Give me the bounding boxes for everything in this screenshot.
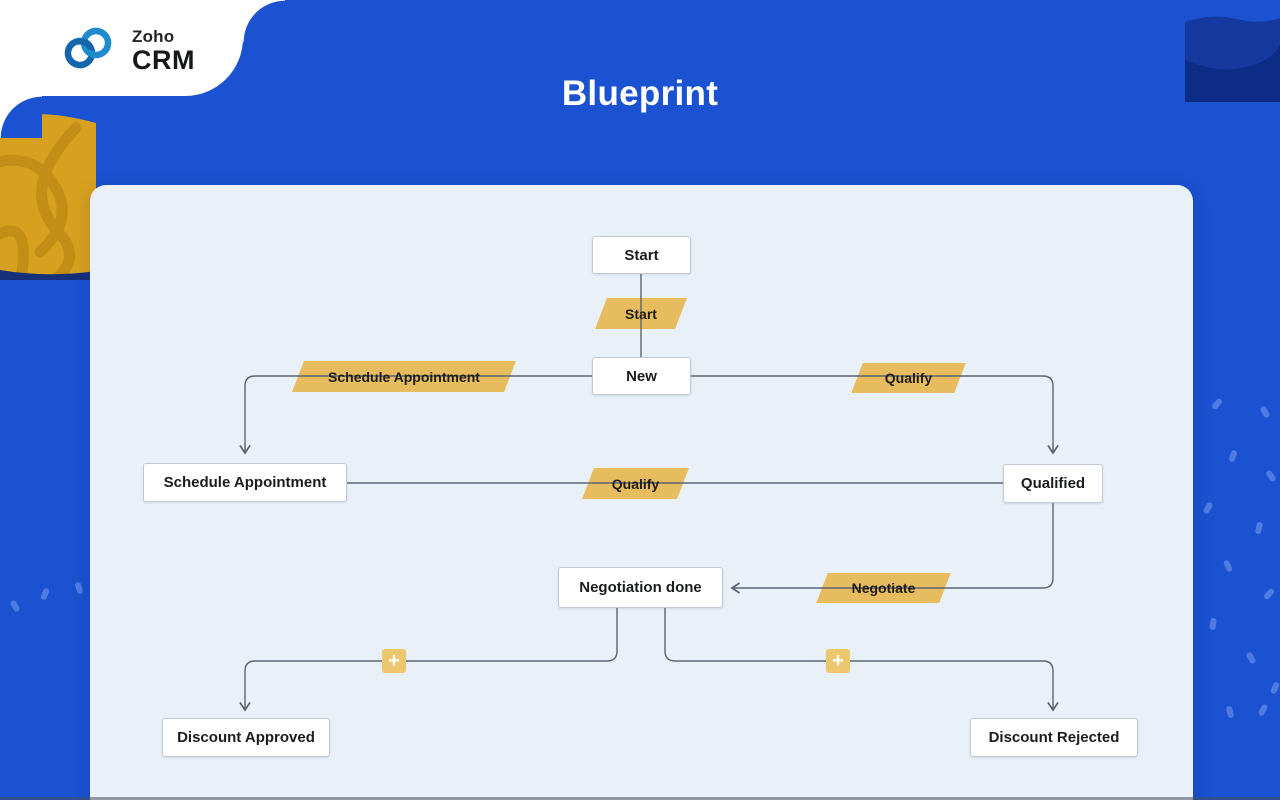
state-box-start[interactable]: Start: [592, 236, 691, 274]
state-box-discount-rejected[interactable]: Discount Rejected: [970, 718, 1138, 757]
transition-label-negotiate[interactable]: Negotiate: [822, 573, 945, 603]
brand-logo-card: Zoho CRM: [0, 0, 243, 96]
state-box-schedule-appointment[interactable]: Schedule Appointment: [143, 463, 347, 502]
blueprint-canvas: Start Schedule Appointment Qualify Quali…: [90, 185, 1193, 800]
card-corner-fillet: [0, 96, 42, 138]
transition-label-start[interactable]: Start: [601, 298, 681, 329]
state-box-new[interactable]: New: [592, 357, 691, 395]
brand-name-crm: CRM: [132, 44, 195, 75]
state-box-qualified[interactable]: Qualified: [1003, 464, 1103, 503]
transition-label-qualify-from-schedule[interactable]: Qualify: [588, 468, 683, 499]
transition-label-schedule-appointment[interactable]: Schedule Appointment: [298, 361, 510, 392]
add-transition-button-left[interactable]: +: [382, 649, 406, 673]
zoho-crm-logo-icon: [56, 24, 120, 77]
transition-label-qualify-from-new[interactable]: Qualify: [857, 363, 960, 393]
state-box-discount-approved[interactable]: Discount Approved: [162, 718, 330, 757]
state-box-negotiation-done[interactable]: Negotiation done: [558, 567, 723, 608]
window-bottom-edge: [0, 797, 1280, 800]
card-corner-fillet: [243, 0, 285, 42]
page-title: Blueprint: [561, 74, 719, 113]
brand-name-zoho: Zoho: [132, 26, 175, 46]
add-transition-button-right[interactable]: +: [826, 649, 850, 673]
